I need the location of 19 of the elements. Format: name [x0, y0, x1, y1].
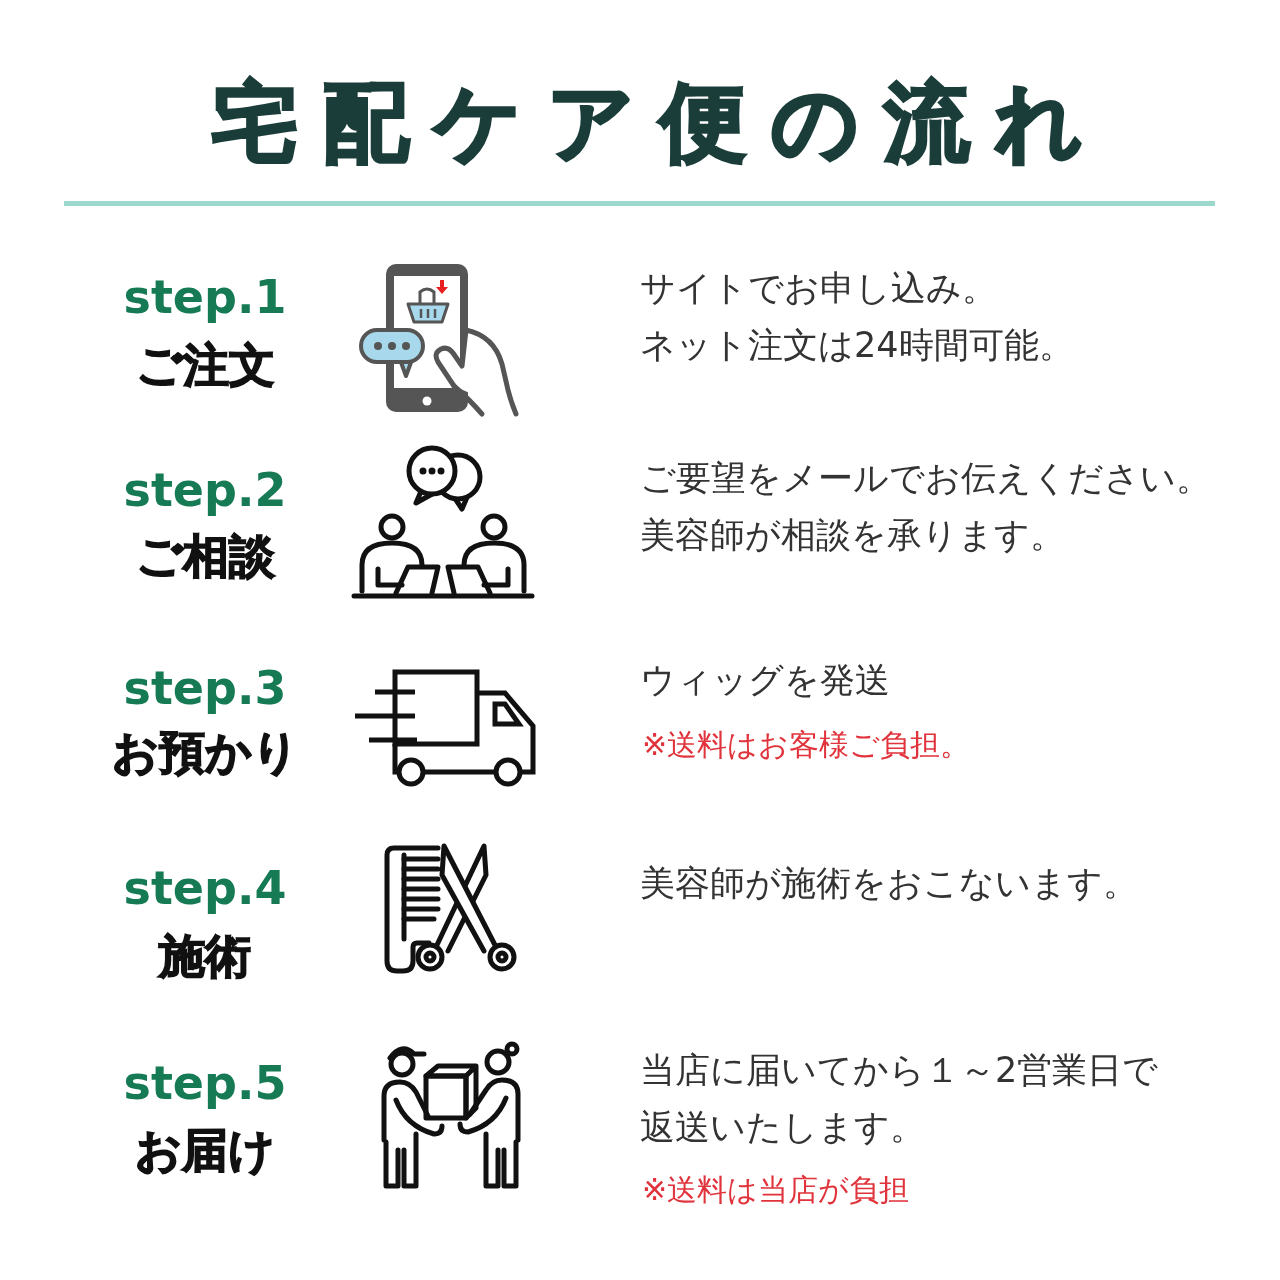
step-name: お預かり — [110, 724, 300, 780]
description-text: 当店に届いてから１～2営業日で返送いたします。 — [640, 1049, 1160, 1149]
description-text: ご要望をメールでお伝えください。美容師が相談を承ります。 — [640, 457, 1212, 557]
description-text: 美容師が施術をおこないます。 — [640, 862, 1139, 905]
description-text: ウィッグを発送 — [640, 659, 891, 702]
step-name: ご注文 — [134, 337, 276, 393]
note-text: ※送料はお客様ご負担。 — [642, 726, 971, 764]
step-number: step.2 — [122, 462, 288, 518]
step-name: 施術 — [157, 928, 252, 984]
note-text: ※送料は当店が負担 — [642, 1171, 910, 1209]
step-number: step.5 — [122, 1055, 288, 1111]
step-number: step.1 — [122, 269, 288, 325]
step-name: お届け — [134, 1122, 276, 1178]
step-number: step.3 — [122, 660, 288, 716]
description-text: サイトでお申し込み。 — [640, 267, 998, 310]
description-text: ネット注文は24時間可能。 — [640, 324, 1075, 367]
step-number: step.4 — [122, 860, 288, 916]
page-title: 宅配ケア便の流れ — [212, 72, 1108, 172]
step-name: ご相談 — [134, 528, 276, 584]
